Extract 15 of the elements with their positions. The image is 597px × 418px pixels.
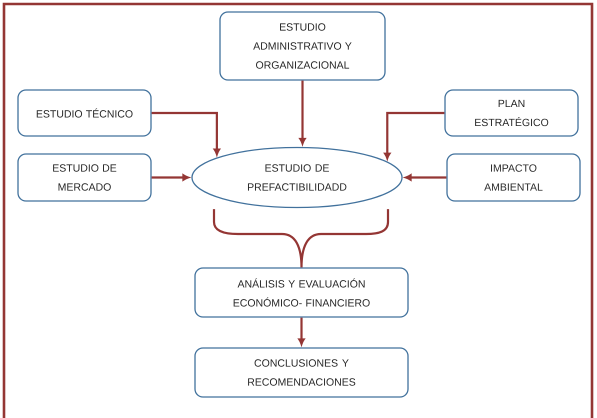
process-box: CONCLUSIONES Y RECOMENDACIONES — [194, 347, 409, 398]
process-box: ESTUDIO ADMINISTRATIVO Y ORGANIZACIONAL — [219, 11, 386, 81]
arrow — [384, 112, 444, 160]
arrow — [152, 112, 220, 156]
arrow — [152, 174, 190, 181]
process-box: ESTUDIO DE MERCADO — [17, 153, 152, 202]
process-box: PLAN ESTRATÉGICO — [444, 89, 579, 137]
ellipse-node: ESTUDIO DE PREFACTIBILIDADD — [191, 146, 403, 208]
arrow — [298, 318, 305, 346]
curly-brace — [212, 208, 390, 268]
arrow — [299, 80, 306, 145]
process-box: ESTUDIO TÉCNICO — [17, 89, 152, 137]
process-box: IMPACTO AMBIENTAL — [446, 153, 581, 202]
process-box: ANÁLISIS Y EVALUACIÓN ECONÓMICO- FINANCIERO — [194, 267, 409, 318]
arrow — [404, 174, 446, 181]
